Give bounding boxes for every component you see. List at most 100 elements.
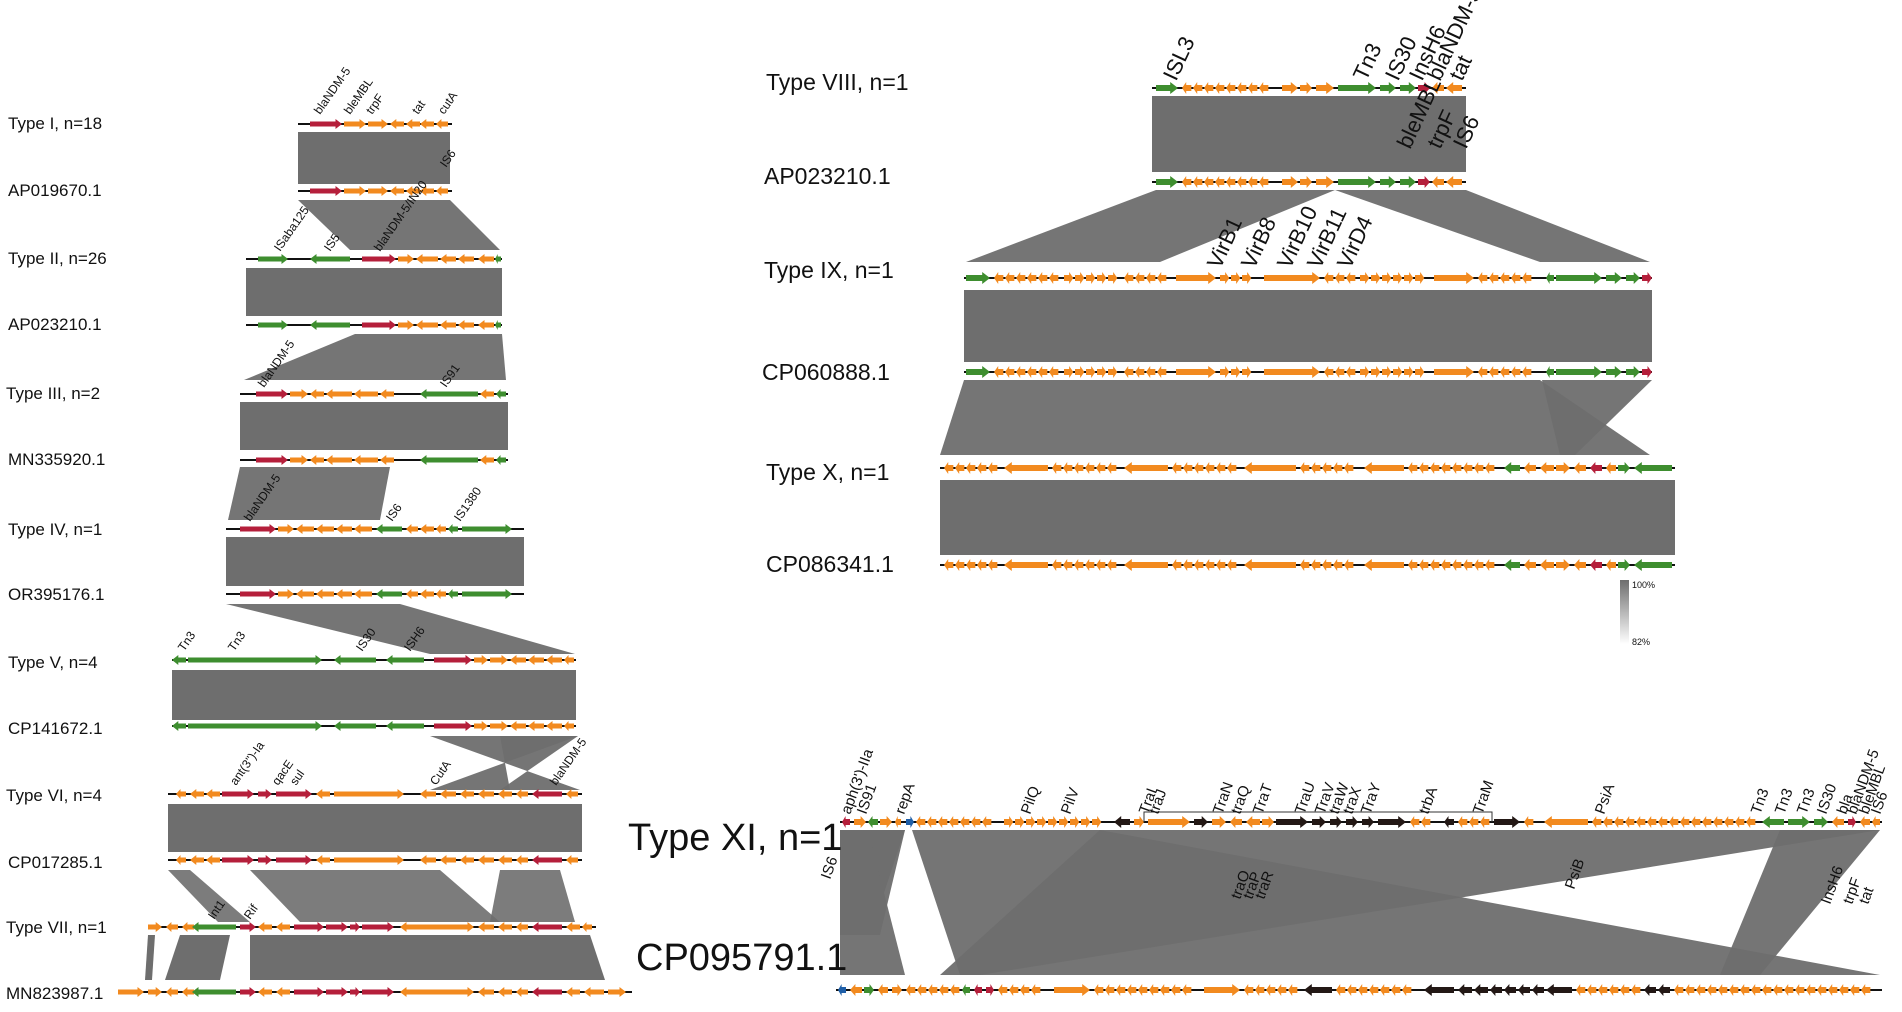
- type-vi-gene-2: [206, 789, 220, 799]
- mn823987-gene-4: [192, 987, 236, 997]
- type-x-gene-13: [1172, 462, 1182, 474]
- type-ix-gene-4: [1027, 272, 1037, 284]
- cp086341-gene-36: [1540, 559, 1554, 571]
- mn823987-gene-16: [516, 987, 528, 997]
- band-iv-v: [226, 604, 575, 654]
- mn335920-gene-4: [354, 455, 378, 465]
- type-iv-gene-6: [376, 524, 402, 534]
- cp095791-gene-61: [1718, 984, 1728, 996]
- type-ii-gene-2: [362, 254, 396, 264]
- cp086341-gene-8: [1074, 559, 1084, 571]
- cp095791-gene-48: [1546, 984, 1572, 996]
- type-v-gene-7: [510, 655, 526, 665]
- type-ix-gene-0: [966, 272, 990, 284]
- mn335920-gene-5: [380, 455, 394, 465]
- type-iv-gene-9: [436, 524, 446, 534]
- cp086341-gene-40: [1606, 559, 1616, 571]
- scale-min-label: 82%: [1632, 637, 1650, 647]
- cp095791-gene-22: [1138, 984, 1148, 996]
- type-x-gene-40: [1606, 462, 1616, 474]
- type-vi-gene-12: [498, 789, 512, 799]
- type-ix-gene-5: [1038, 272, 1048, 284]
- row-label-type-viii: Type VIII, n=1: [766, 69, 909, 95]
- band-type-ix: [964, 290, 1652, 362]
- type-x-gene-8: [1074, 462, 1084, 474]
- ap023210-left-gene-8: [495, 320, 501, 330]
- type-ix-gene-33: [1500, 272, 1510, 284]
- cp060888-gene-1: [994, 366, 1004, 378]
- type-xi-gene-8: [938, 816, 948, 828]
- type-x-gene-32: [1474, 462, 1484, 474]
- cp086341-gene-9: [1085, 559, 1095, 571]
- band-xi-d: [940, 830, 1880, 975]
- cp060888-gene-30: [1434, 366, 1474, 378]
- type-vii-gene-14: [498, 922, 512, 932]
- mn335920-gene-8: [496, 455, 506, 465]
- cp095791-gene-49: [1576, 984, 1586, 996]
- cp086341-gene-34: [1504, 559, 1520, 571]
- type-viii-gene-14: [1400, 82, 1416, 94]
- mn823987-gene-17: [532, 987, 562, 997]
- type-x-gene-25: [1364, 462, 1404, 474]
- type-vii-gene-2: [182, 922, 194, 932]
- cp060888-gene-6: [1049, 366, 1059, 378]
- type-ix-gene-21: [1324, 272, 1334, 284]
- row-label-type-iii: Type III, n=2: [6, 384, 100, 403]
- type-xi-gene-48: [1625, 816, 1635, 828]
- gl-xi-top-17: PsiA: [1592, 782, 1619, 817]
- type-viii-gene-16: [1432, 82, 1444, 94]
- cp086341-gene-18: [1227, 559, 1237, 571]
- ap019670-gene-6: [436, 186, 448, 196]
- type-viii-gene-17: [1446, 82, 1462, 94]
- cp095791-gene-19: [1105, 984, 1115, 996]
- cp017285-gene-1: [190, 855, 204, 865]
- mn823987-gene-9: [326, 987, 348, 997]
- cp017285-gene-10: [460, 855, 474, 865]
- type-iii-gene-4: [354, 389, 378, 399]
- band-type-iii: [240, 402, 508, 450]
- type-ii-gene-0: [258, 254, 288, 264]
- type-ii-gene-8: [495, 254, 501, 264]
- cp095791-gene-0: [838, 984, 846, 996]
- type-xi-gene-24: [1148, 816, 1190, 828]
- ap023210-right-gene-7: [1248, 176, 1258, 188]
- cp095791-gene-58: [1685, 984, 1695, 996]
- cp060888-gene-31: [1478, 366, 1488, 378]
- ap023210-right-gene-2: [1193, 176, 1203, 188]
- row-label-type-vii: Type VII, n=1: [6, 918, 107, 937]
- cp095791-gene-57: [1674, 984, 1684, 996]
- type-x-gene-23: [1333, 462, 1343, 474]
- type-ix-gene-27: [1393, 272, 1403, 284]
- type-ii-gene-7: [478, 254, 494, 264]
- type-ix-gene-25: [1371, 272, 1381, 284]
- gl-xi-top-4: PilV: [1058, 785, 1083, 816]
- type-vi-gene-15: [566, 789, 578, 799]
- tra-region-bracket: [1143, 811, 1493, 822]
- type-ix-gene-12: [1124, 272, 1134, 284]
- cp095791-gene-63: [1740, 984, 1750, 996]
- type-xi-gene-40: [1469, 816, 1479, 828]
- type-xi-gene-62: [1814, 816, 1828, 828]
- type-iii-gene-5: [380, 389, 394, 399]
- type-x-gene-9: [1085, 462, 1095, 474]
- band-i-ii: [298, 200, 500, 250]
- type-x-gene-34: [1504, 462, 1520, 474]
- type-vi-gene-3: [222, 789, 254, 799]
- type-ix-gene-31: [1478, 272, 1488, 284]
- type-xi-gene-34: [1362, 816, 1374, 828]
- type-x-gene-11: [1107, 462, 1117, 474]
- type-x-gene-39: [1590, 462, 1602, 474]
- ap023210-left-gene-2: [362, 320, 396, 330]
- band-type-viii: [1152, 96, 1466, 172]
- type-i-gene-3: [390, 119, 404, 129]
- type-viii-gene-8: [1259, 82, 1269, 94]
- ap023210-right-gene-9: [1282, 176, 1298, 188]
- or395176-gene-6: [376, 589, 402, 599]
- cp086341-gene-19: [1244, 559, 1296, 571]
- type-iii-gene-1: [290, 389, 308, 399]
- type-ix-gene-35: [1522, 272, 1532, 284]
- gl-viii-top-0: ISL3: [1158, 33, 1200, 85]
- type-iv-gene-0: [240, 524, 276, 534]
- type-xi-gene-51: [1658, 816, 1668, 828]
- type-x-gene-30: [1452, 462, 1462, 474]
